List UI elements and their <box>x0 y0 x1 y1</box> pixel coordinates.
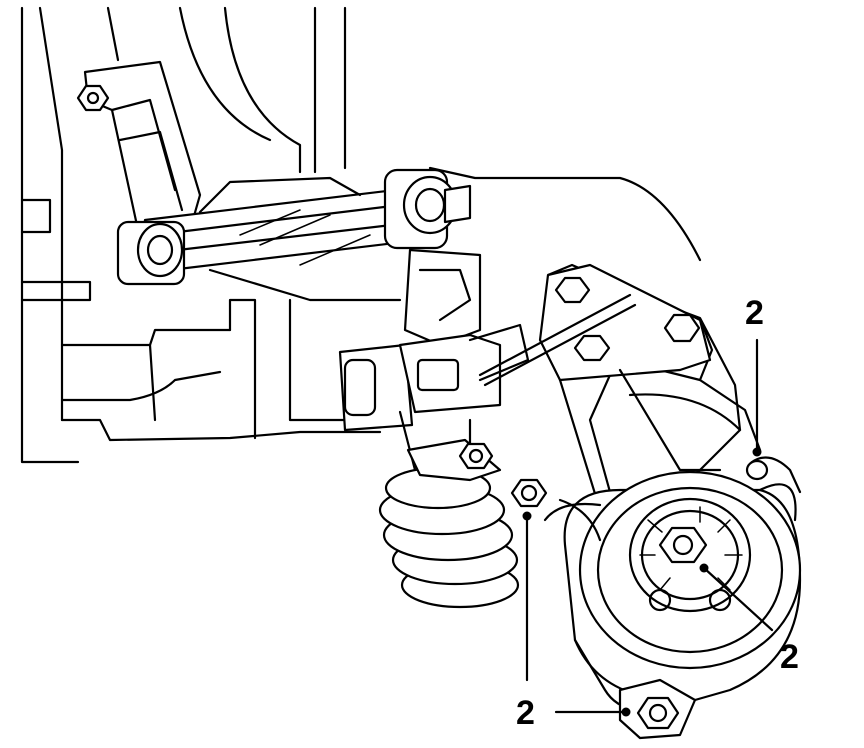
mount-bolt-left <box>510 478 548 508</box>
callout-left-bolt <box>522 511 532 682</box>
left-rubber-bushing <box>116 220 186 286</box>
torque-rod <box>138 176 422 302</box>
mount-bolt-bottom <box>618 678 697 740</box>
upper-bracket <box>76 60 202 232</box>
callout-label: 2 <box>780 638 799 676</box>
transmission-housing <box>20 6 702 464</box>
engine-mount <box>543 456 802 712</box>
callout-bottom-bolt: 2 <box>516 694 631 732</box>
cv-boot <box>378 438 520 609</box>
boot-bolt <box>458 442 494 470</box>
arm-bolt-middle <box>573 334 611 362</box>
arm-bolt-right <box>663 313 701 343</box>
callout-top-right: 2 <box>745 294 764 457</box>
bracket-bolt <box>76 84 110 112</box>
callout-label: 2 <box>516 694 535 732</box>
mount-ribs <box>639 506 743 612</box>
mount-center-nut <box>658 526 708 564</box>
callout-center-nut: 2 <box>699 563 799 676</box>
mount-support-arm <box>478 263 762 512</box>
center-joint <box>338 248 530 472</box>
arm-bolt-top <box>554 276 591 304</box>
callout-label: 2 <box>745 294 764 332</box>
right-rubber-bushing <box>383 168 472 250</box>
